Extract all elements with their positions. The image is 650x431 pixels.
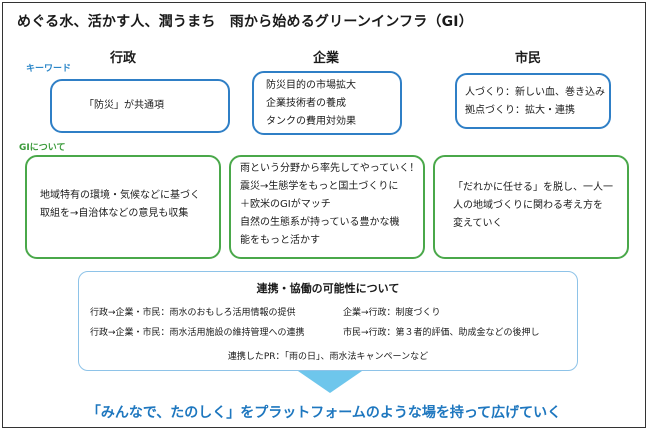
keyword-box-business: 防災目的の市場拡大 企業技術者の養成 タンクの費用対効果: [252, 71, 402, 135]
column-head-citizens: 市民: [514, 51, 541, 66]
page-title: めぐる水、活かす人、潤うまち 雨から始めるグリーンインフラ（GI）: [17, 14, 473, 30]
gi-label: GIについて: [19, 143, 66, 153]
cooperation-item: 行政→企業・市民：雨水のおもしろ活用情報の提供: [90, 308, 296, 318]
cooperation-item: 行政→企業・市民：雨水活用施設の維持管理への連携: [90, 328, 305, 338]
keyword-label: キーワード: [26, 64, 72, 74]
box-line: 雨という分野から率先してやっていく！: [240, 163, 420, 174]
column-head-government: 行政: [109, 51, 136, 66]
cooperation-item: 連携したPR：「雨の日」、雨水法キャンペーンなど: [227, 352, 429, 362]
box-line: 自然の生態系が持っている豊かな機: [240, 217, 400, 228]
box-line: 地域特有の環境・気候などに基づく: [40, 190, 200, 201]
keyword-box-government: 「防災」が共通項: [50, 79, 230, 133]
cooperation-title: 連携・協働の可能性について: [256, 282, 400, 295]
box-line: 震災→生態学をもっと国土づくりに: [240, 181, 399, 192]
keyword-box-citizens: 人づくり：新しい血、巻き込み 拠点づくり：拡大・連携: [455, 73, 611, 129]
box-line: 人づくり：新しい血、巻き込み: [465, 87, 605, 98]
box-line: ＋欧米のGIがマッチ: [240, 199, 331, 210]
box-line: 企業技術者の養成: [266, 98, 346, 109]
box-line: タンクの費用対効果: [266, 116, 356, 127]
cooperation-item: 市民→行政：第３者的評価、助成金などの後押し: [343, 328, 540, 338]
box-line: 防災目的の市場拡大: [266, 80, 356, 91]
box-line: 「だれかに任せる」を脱し、一人一: [453, 182, 613, 193]
box-line: 取組を→自治体などの意見も収集: [40, 208, 189, 219]
box-line: 能をもっと活かす: [240, 235, 320, 246]
column-head-business: 企業: [312, 51, 339, 66]
box-line: 「防災」が共通項: [84, 100, 164, 111]
gi-box-business: 雨という分野から率先してやっていく！ 震災→生態学をもっと国土づくりに ＋欧米の…: [229, 155, 425, 259]
cooperation-box: 連携・協働の可能性について 行政→企業・市民：雨水のおもしろ活用情報の提供 企業…: [78, 271, 578, 371]
box-line: 変えていく: [453, 218, 503, 229]
diagram-frame: めぐる水、活かす人、潤うまち 雨から始めるグリーンインフラ（GI） 行政 企業 …: [2, 2, 646, 428]
gi-box-citizens: 「だれかに任せる」を脱し、一人一 人の地域づくりに関わる考え方を 変えていく: [433, 155, 629, 259]
bottom-message: 「みんなで、たのしく」をプラットフォームのような場を持って広げていく: [86, 405, 562, 421]
box-line: 拠点づくり：拡大・連携: [465, 105, 575, 116]
gi-box-government: 地域特有の環境・気候などに基づく 取組を→自治体などの意見も収集: [25, 155, 221, 259]
down-arrow-icon: [298, 371, 362, 393]
cooperation-item: 企業→行政：制度づくり: [343, 308, 441, 318]
box-line: 人の地域づくりに関わる考え方を: [453, 200, 603, 211]
